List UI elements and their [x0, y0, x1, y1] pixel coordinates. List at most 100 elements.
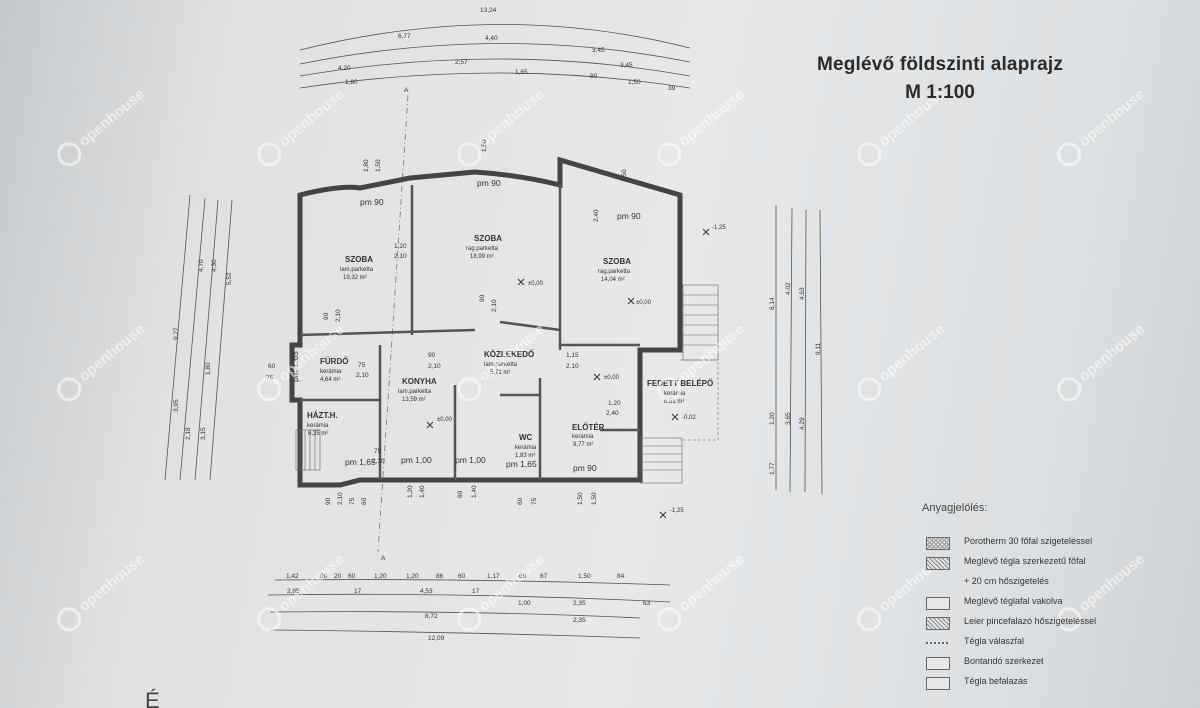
- dim-bot-1: 90: [320, 573, 328, 580]
- open-23: 2,10: [337, 492, 344, 505]
- dim-left-7: 3,15: [200, 427, 207, 440]
- room-floor-8: kerámia: [572, 434, 594, 440]
- left-dims: 9,27 4,70 4,30 5,52 3,95 2,18 1,80 3,15: [173, 259, 233, 440]
- legend-item: Tégla válaszfal: [922, 634, 1192, 654]
- legend-swatch: [926, 617, 950, 630]
- open-29: 1,40: [471, 485, 478, 498]
- room-labels: SZOBA lam.parketta 19,32 m² SZOBA rag.pa…: [307, 234, 713, 459]
- room-area-9: 6,51 m²: [664, 399, 684, 405]
- open-21: 2,10: [372, 458, 385, 465]
- open-2: 1,50: [481, 139, 488, 152]
- room-name-1: SZOBA: [474, 234, 502, 243]
- stairs: [295, 284, 719, 484]
- legend: Anyagjelölés: Porotherm 30 főfal szigete…: [922, 502, 1192, 694]
- room-floor-2: rag.parketta: [598, 269, 631, 275]
- open-33: 1,50: [591, 492, 598, 505]
- parapet-3: pm 1,65: [290, 351, 300, 382]
- open-30: 60: [517, 497, 524, 505]
- room-name-2: SZOBA: [603, 257, 631, 266]
- dim-top-6: 3,45: [620, 62, 633, 69]
- level-2: ±0,00: [437, 417, 453, 423]
- dim-left-4: 3,95: [173, 399, 180, 412]
- dim-left-2: 4,30: [211, 259, 218, 272]
- top-dimension-lines: [299, 24, 691, 89]
- room-floor-6: kerámia: [307, 423, 329, 429]
- room-floor-7: kerámia: [515, 445, 537, 451]
- legend-item: Porotherm 30 főfal szigeteléssel: [922, 534, 1192, 554]
- right-dimension-lines: [775, 205, 823, 495]
- legend-item: Leier pincefalazó hőszigeteléssel: [922, 614, 1192, 634]
- open-18: 75: [358, 362, 366, 369]
- dim-right-7: 1,77: [769, 462, 776, 475]
- dim-bot-5: 1,20: [406, 573, 419, 580]
- dim-bot-21: 2,35: [573, 617, 586, 624]
- dim-bot-19: 63: [643, 600, 651, 607]
- dim-top-3: 3,45: [592, 47, 605, 54]
- section-mark-bottom: A: [381, 555, 386, 562]
- level-icons: [426, 228, 710, 519]
- dim-bot-0: 1,42: [286, 573, 299, 580]
- open-17: 2,10: [335, 309, 342, 322]
- bottom-dimension-lines: [267, 579, 671, 639]
- dim-left-3: 5,52: [226, 272, 233, 285]
- dim-top-9: 90: [590, 73, 598, 80]
- legend-item: Meglévő téglafal vakolva: [922, 594, 1192, 614]
- room-name-3: KÖZLEKEDŐ: [484, 350, 534, 359]
- parapet-2: pm 90: [617, 211, 641, 221]
- legend-swatch: [926, 577, 948, 588]
- plan-scale: M 1:100: [905, 82, 975, 103]
- legend-swatch: [926, 597, 950, 610]
- section-mark-top: A: [404, 87, 409, 94]
- dim-right-4: 1,20: [769, 412, 776, 425]
- open-14: 60: [268, 363, 276, 370]
- open-11: 2,10: [566, 363, 579, 370]
- right-dims: 6,14 4,02 4,63 9,11 1,20 3,65 4,29 1,77: [769, 282, 822, 475]
- dim-bot-14: 17: [354, 588, 362, 595]
- legend-heading: Anyagjelölés:: [922, 502, 988, 514]
- open-6: 90: [479, 294, 486, 302]
- room-name-5: KONYHA: [402, 377, 437, 386]
- dim-bot-22: 12,09: [428, 635, 445, 642]
- open-27: 1,40: [419, 485, 426, 498]
- dim-bot-13: 2,85: [287, 588, 300, 595]
- dim-left-1: 4,70: [198, 259, 205, 272]
- legend-item: Bontandó szerkezet: [922, 654, 1192, 674]
- legend-item: + 20 cm hőszigetelés: [922, 574, 1192, 594]
- dim-bot-7: 60: [458, 573, 466, 580]
- room-floor-5: lam.parketta: [398, 389, 432, 395]
- level-0: ±0,00: [528, 281, 544, 287]
- open-16: 90: [323, 312, 330, 320]
- open-25: 60: [361, 497, 368, 505]
- room-name-6: HÁZT.H.: [307, 411, 338, 420]
- open-34: 2,40: [593, 209, 600, 222]
- dim-top-1: 6,77: [398, 33, 411, 40]
- north-mark: É: [145, 688, 160, 708]
- open-8: 90: [428, 352, 436, 359]
- level-1: ±0,00: [636, 300, 652, 306]
- level-5: -0,02: [682, 415, 696, 421]
- room-area-3: 5,71 m²: [490, 370, 510, 376]
- dim-bot-17: 1,00: [518, 600, 531, 607]
- open-24: 75: [349, 497, 356, 505]
- dim-bot-4: 1,20: [374, 573, 387, 580]
- room-floor-1: rag.parketta: [466, 246, 499, 252]
- open-26: 1,20: [407, 485, 414, 498]
- open-3: 1,50: [621, 169, 628, 182]
- room-name-0: SZOBA: [345, 255, 373, 264]
- open-19: 2,10: [356, 372, 369, 379]
- dim-bot-11: 1,50: [578, 573, 591, 580]
- opening-dims: 1,80 1,50 1,50 1,50 1,20 2,10 90 2,10 90…: [266, 139, 628, 505]
- title-block: Meglévő földszinti alaprajz M 1:100: [790, 54, 1090, 104]
- legend-item: Tégla befalazás: [922, 674, 1192, 694]
- dim-top-10: 1,50: [628, 79, 641, 86]
- room-floor-4: kerámia: [320, 369, 342, 375]
- dim-bot-9: 60: [519, 573, 527, 580]
- level-marks: ±0,00 ±0,00 ±0,00 ±0,00 -1,25 -0,02 -1,2…: [437, 225, 726, 514]
- room-name-9: FEDETT BELÉPŐ: [647, 379, 713, 388]
- dim-top-11: 39: [668, 85, 676, 92]
- parapet-6: pm 1,00: [455, 455, 486, 465]
- dim-right-3: 9,11: [815, 342, 822, 355]
- legend-swatch: [926, 642, 948, 644]
- open-13: 2,40: [606, 410, 619, 417]
